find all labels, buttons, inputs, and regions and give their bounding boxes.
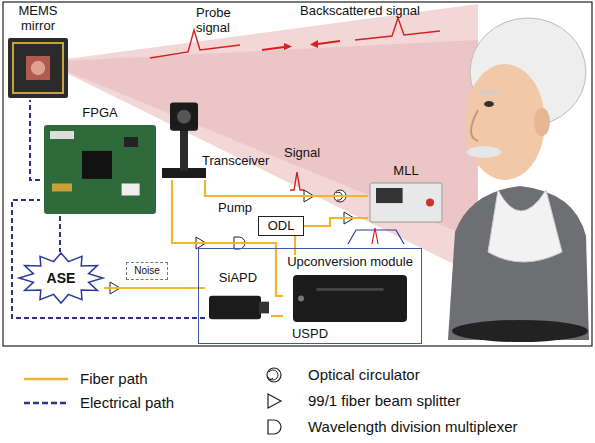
node-label: MEMS mirror: [6, 4, 70, 34]
node-label: Noise: [127, 265, 167, 277]
drawing-part: [50, 131, 74, 139]
drawing-part: [376, 188, 403, 203]
legend-sample: [250, 365, 300, 385]
drawing-part: [317, 288, 384, 291]
legend-text: 99/1 fiber beam splitter: [308, 392, 461, 409]
drawing-part: [488, 190, 562, 262]
delay-line-box: ODL: [258, 216, 304, 236]
transceiver: Transceiver: [158, 92, 276, 180]
drawing-part: [269, 370, 278, 380]
drawing-part: [31, 61, 45, 75]
fiber-path: [205, 180, 368, 196]
fiber-path: [104, 287, 205, 289]
drawing-part: [268, 420, 281, 434]
upconversion-module: Upconversion module: [283, 255, 417, 325]
laser-source: MLL: [368, 164, 444, 224]
node-label: Upconversion module: [283, 255, 417, 270]
node-label: USPD: [199, 327, 421, 342]
drawing-part: [209, 296, 261, 319]
node-label: FPGA: [40, 106, 160, 121]
drawing-part: [122, 183, 140, 195]
legend-text: Electrical path: [80, 394, 174, 411]
fiber-path: [172, 180, 283, 296]
drawing-part: [298, 295, 304, 301]
legend-sample: [22, 393, 72, 413]
drawing-part: [370, 183, 442, 222]
drawing-part: [478, 91, 500, 95]
drawing-part: [293, 275, 407, 322]
signal-label: Backscattered signal: [300, 4, 420, 19]
mems-mirror: MEMS mirror: [6, 4, 70, 100]
drawing-part: [26, 56, 50, 80]
signal-label: Signal: [284, 146, 320, 161]
node-label: Transceiver: [202, 154, 269, 169]
drawing-part: [426, 198, 434, 206]
drawing-part: [3, 2, 592, 346]
drawing-part: [268, 394, 281, 408]
drawing-part: [19, 253, 103, 303]
drawing-part: [44, 125, 156, 214]
drawing-part: [177, 110, 191, 124]
drawing-part: [24, 378, 68, 381]
node-label: SiAPD: [205, 271, 271, 286]
fiber-path: [304, 218, 368, 226]
drawing-part: [467, 146, 501, 158]
apd-picture: [205, 288, 271, 327]
drawing-part: [13, 43, 63, 93]
drawing-part: [471, 110, 478, 141]
drawing-part: [465, 64, 545, 180]
fiber-path: [271, 315, 283, 317]
legend-sample: [22, 369, 72, 389]
drawing-part: [452, 320, 588, 342]
drawing-part: [534, 108, 550, 136]
legend-sample: [250, 391, 300, 411]
drawing-part: [44, 40, 478, 240]
drawing-part: [318, 41, 340, 44]
electrical-path: [30, 100, 40, 180]
drawing-part: [267, 368, 281, 382]
drawing-part: [24, 402, 68, 405]
drawing-part: [372, 228, 378, 244]
mll-picture: [368, 181, 444, 224]
board-picture: [40, 123, 160, 216]
detector-housing: USPD SiAPD Upconversion module: [198, 248, 422, 344]
node-label: ODL: [259, 219, 303, 234]
upc-picture: [283, 272, 417, 325]
signal-label: Probe signal: [196, 6, 252, 36]
drawing-part: [355, 18, 440, 40]
drawing-part: [259, 302, 269, 314]
drawing-part: [310, 40, 318, 48]
electrical-path: [12, 200, 205, 318]
drawing-part: [52, 183, 72, 191]
pump-label: Pump: [218, 201, 252, 216]
drawing-part: [262, 47, 284, 50]
node-label: ASE: [18, 270, 104, 286]
drawing-part: [180, 127, 188, 171]
node-label: MLL: [368, 164, 444, 179]
legend-text: Fiber path: [80, 370, 148, 387]
drawing-part: [44, 4, 478, 276]
noise-box: Noise: [126, 262, 168, 280]
drawing-part: [484, 101, 494, 107]
drawing-part: [170, 103, 198, 131]
drawing-part: [268, 377, 273, 380]
fiber-path: [294, 236, 296, 255]
legend-text: Wavelength division multiplexer: [308, 418, 518, 435]
legend-sample: [250, 417, 300, 437]
drawing-part: [284, 43, 292, 50]
chip-picture: [6, 36, 70, 100]
apd-detector: SiAPD: [205, 271, 271, 327]
noise-source: ASE: [18, 252, 104, 304]
electrical-path: [59, 216, 61, 252]
fpga-board: FPGA: [40, 106, 160, 216]
legend-text: Optical circulator: [308, 366, 420, 383]
drawing-part: [8, 38, 68, 98]
drawing-part: [82, 151, 112, 179]
drawing-part: [290, 172, 304, 190]
drawing-part: [448, 186, 589, 340]
drawing-part: [124, 137, 138, 147]
